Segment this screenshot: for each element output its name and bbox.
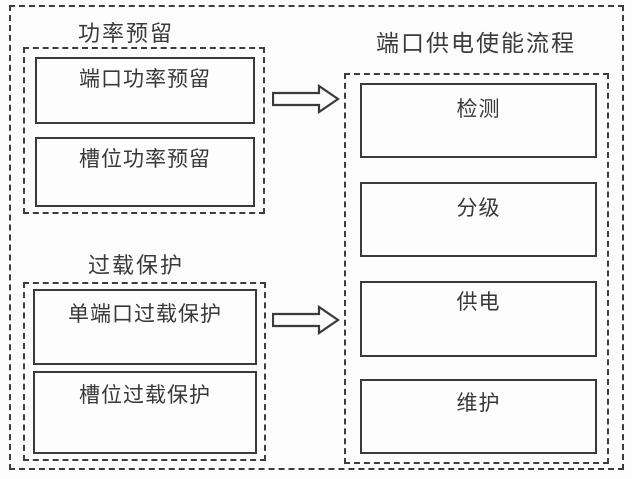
group-power-reserve-label: 功率预留	[77, 21, 174, 46]
box-maintain: 维护	[360, 379, 597, 454]
diagram-outer-border	[9, 5, 624, 470]
group-overload-protect	[23, 282, 266, 461]
box-slot-overload-protect: 槽位过载保护	[33, 371, 257, 454]
group-enable-flow-label: 端口供电使能流程	[376, 31, 576, 56]
box-port-power-reserve: 端口功率预留	[35, 57, 255, 124]
group-enable-flow	[344, 73, 609, 464]
box-power-supply: 供电	[360, 281, 597, 357]
box-classify: 分级	[360, 182, 597, 257]
arrow-right-icon	[272, 84, 340, 114]
group-power-reserve	[23, 47, 265, 214]
box-single-port-overload-protect: 单端口过载保护	[33, 289, 257, 365]
arrow-right-icon	[272, 305, 340, 335]
box-slot-power-reserve: 槽位功率预留	[35, 137, 255, 207]
box-detect: 检测	[360, 83, 597, 158]
group-overload-protect-label: 过载保护	[87, 253, 184, 278]
